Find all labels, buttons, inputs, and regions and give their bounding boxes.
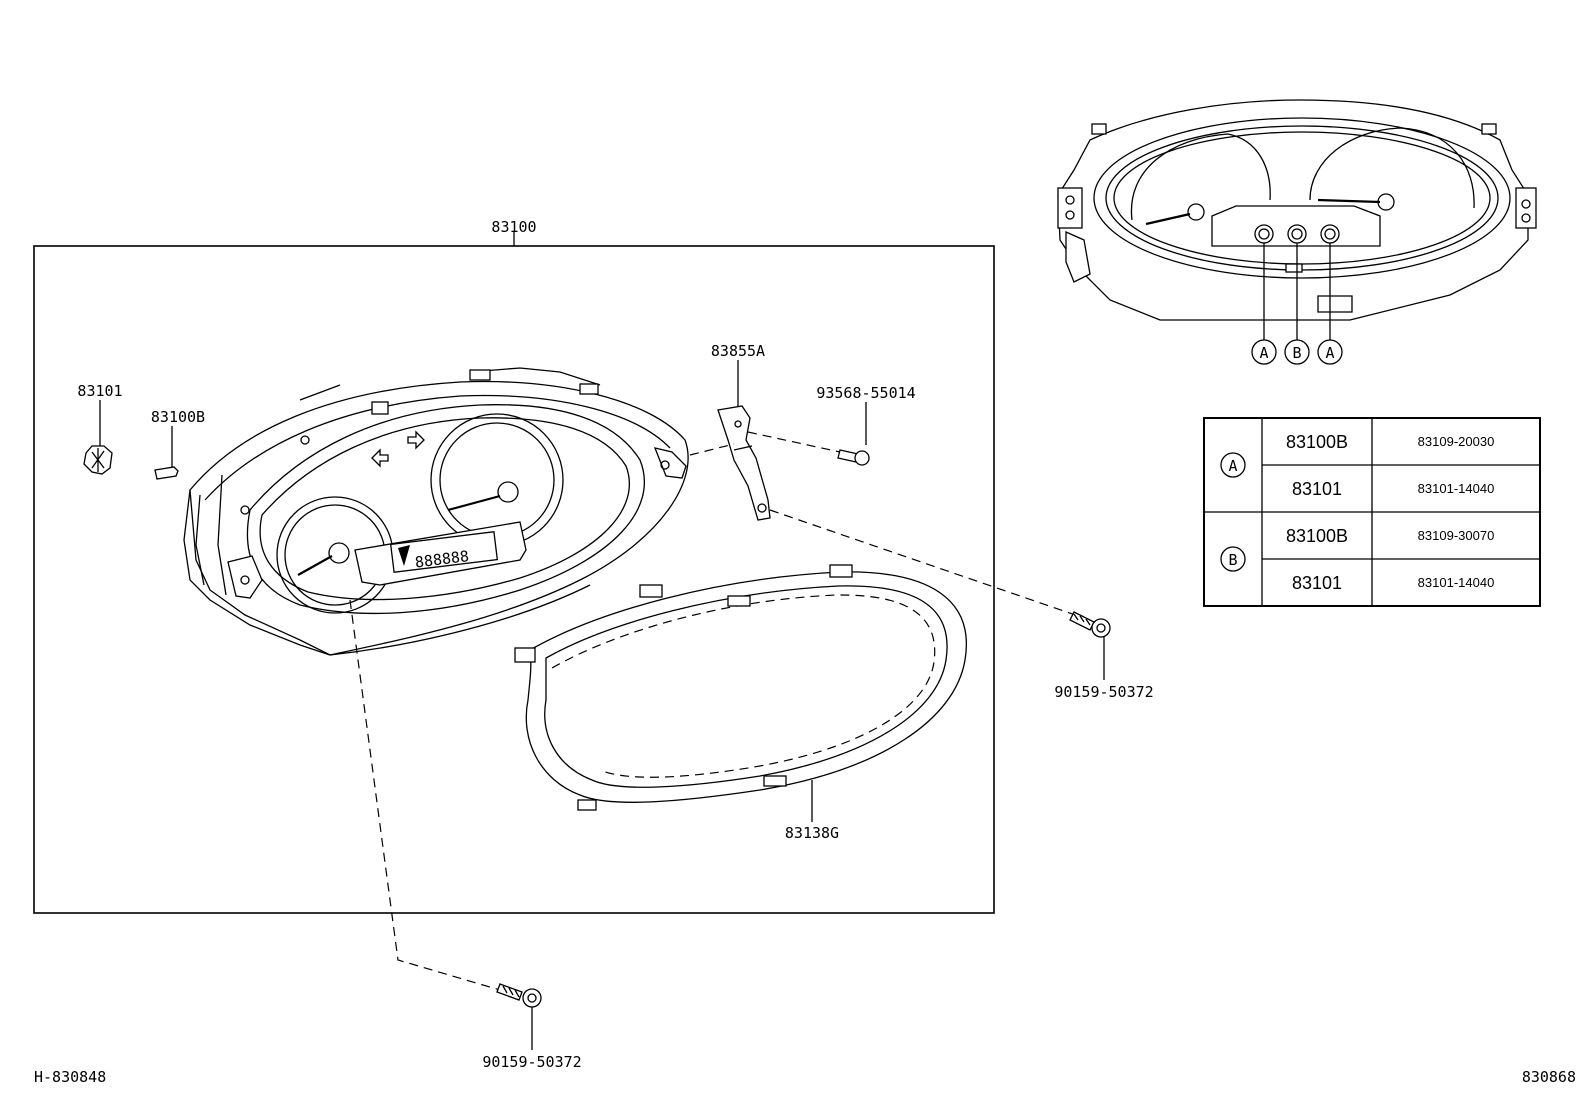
meter-assembly: 888888 <box>183 367 689 656</box>
table-group-a-marker: A <box>1220 452 1246 478</box>
callout-83855A: 83855A <box>711 342 765 360</box>
table-row-3-part-no: 83109-30070 <box>1418 528 1495 543</box>
bottom-screw-part <box>496 983 542 1008</box>
table-row-4-part-no: 83101-14040 <box>1418 575 1495 590</box>
table-row-2-part-no: 83101-14040 <box>1418 481 1495 496</box>
svg-text:B: B <box>1292 344 1301 362</box>
callout-90159-50372-right: 90159-50372 <box>1054 683 1153 701</box>
inset-rear-view <box>1057 99 1537 340</box>
bulb-part <box>154 466 179 480</box>
diagram-id: H-830848 <box>34 1068 106 1086</box>
callout-83101: 83101 <box>77 382 122 400</box>
callout-83100B: 83100B <box>151 408 205 426</box>
inset-marker-b: B <box>1284 339 1310 365</box>
table-row-1-part-no: 83109-20030 <box>1418 434 1495 449</box>
inset-marker-a-right: A <box>1317 339 1343 365</box>
table-group-b-marker: B <box>1220 546 1246 572</box>
callout-93568-55014: 93568-55014 <box>816 384 915 402</box>
table-row-3-ref: 83100B <box>1286 526 1348 546</box>
svg-text:A: A <box>1259 344 1268 362</box>
parts-table: A B 83100B 83109-20030 83101 83101-14040… <box>1203 417 1541 607</box>
bulb-socket-part <box>83 445 113 475</box>
glass-frame-part <box>514 564 967 811</box>
callout-83100: 83100 <box>491 218 536 236</box>
svg-text:B: B <box>1228 551 1237 569</box>
callout-83138G: 83138G <box>785 824 839 842</box>
small-screw-part <box>837 449 870 466</box>
table-row-1-ref: 83100B <box>1286 432 1348 452</box>
right-screw-part <box>1069 611 1111 638</box>
figure-number: 830868 <box>1522 1068 1576 1086</box>
bracket-part <box>717 405 771 521</box>
table-row-4-ref: 83101 <box>1292 573 1342 593</box>
table-row-2-ref: 83101 <box>1292 479 1342 499</box>
callout-90159-50372-bottom: 90159-50372 <box>482 1053 581 1071</box>
inset-marker-a-left: A <box>1251 339 1277 365</box>
svg-text:A: A <box>1325 344 1334 362</box>
svg-text:A: A <box>1228 457 1237 475</box>
